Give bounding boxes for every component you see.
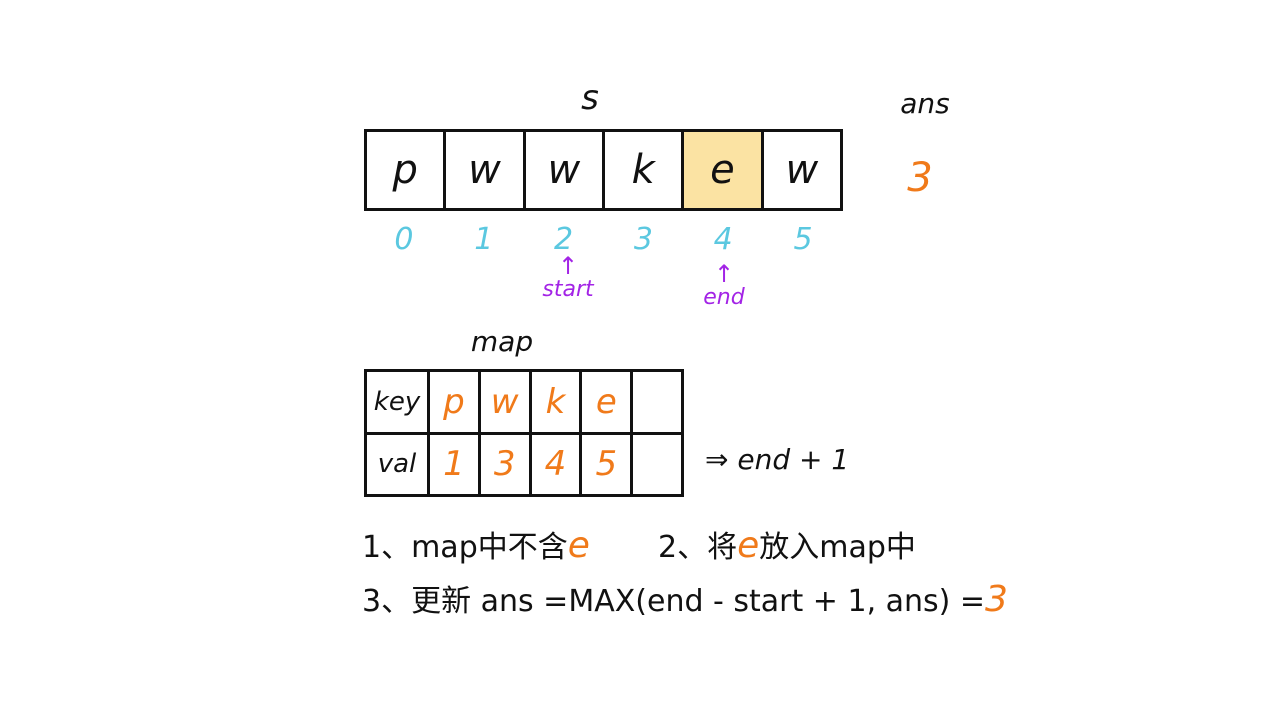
answer-label: ans — [900, 87, 950, 120]
answer-value: 3 — [907, 155, 933, 201]
step-1-text: 1、map中不含 — [362, 530, 568, 565]
index-3: 3 — [633, 222, 653, 257]
step-2-prefix: 2、将 — [658, 530, 738, 565]
map-val-4 — [630, 431, 684, 497]
array-cell-1: w — [446, 132, 526, 208]
map-val-2: 4 — [528, 431, 583, 497]
map-key-0: p — [427, 369, 481, 435]
index-0: 0 — [394, 222, 414, 257]
string-array: p w w k e w — [364, 129, 843, 211]
array-cell-3: k — [605, 132, 685, 208]
step-3: 3、更新 ans =MAX(end - start + 1, ans) =3 — [362, 582, 1008, 620]
map-key-4 — [630, 369, 684, 435]
array-indices: 0 1 2 3 4 5 — [364, 222, 843, 258]
map-val-0: 1 — [427, 431, 481, 497]
map-value-note: ⇒ end + 1 — [705, 443, 850, 476]
step-2-char: e — [737, 525, 760, 566]
step-1: 1、map中不含e — [362, 528, 590, 566]
index-2: 2 — [554, 222, 574, 257]
step-3-text: 3、更新 ans =MAX(end - start + 1, ans) = — [362, 584, 986, 619]
map-val-3: 5 — [579, 431, 634, 497]
map-key-row: key p w k e — [364, 369, 684, 435]
array-cell-5: w — [785, 147, 819, 193]
index-1: 1 — [474, 222, 494, 257]
map-table: key p w k e val 1 3 4 5 — [364, 369, 684, 497]
up-arrow-icon: ↑ — [713, 260, 735, 288]
map-val-row: val 1 3 4 5 — [364, 431, 684, 497]
start-pointer-label: start — [542, 277, 594, 302]
step-2-suffix: 放入map中 — [759, 530, 916, 565]
map-val-header: val — [364, 431, 430, 497]
array-cell-2: w — [526, 132, 605, 208]
end-pointer-label: end — [703, 285, 745, 310]
step-1-char: e — [567, 525, 590, 566]
array-cell-0: p — [367, 132, 447, 208]
map-key-header: key — [364, 369, 430, 435]
step-2: 2、将e放入map中 — [658, 528, 916, 566]
map-val-1: 3 — [477, 431, 532, 497]
array-label: s — [581, 78, 599, 118]
map-key-3: e — [579, 369, 634, 435]
map-key-2: k — [528, 369, 583, 435]
index-4: 4 — [713, 222, 733, 257]
map-title: map — [470, 325, 534, 358]
end-pointer: ↑ end — [679, 262, 769, 310]
step-3-value: 3 — [985, 579, 1008, 620]
up-arrow-icon: ↑ — [557, 252, 579, 280]
index-5: 5 — [793, 222, 813, 257]
start-pointer: ↑ start — [523, 254, 613, 302]
map-key-1: w — [477, 369, 532, 435]
array-cell-4: e — [684, 132, 764, 208]
